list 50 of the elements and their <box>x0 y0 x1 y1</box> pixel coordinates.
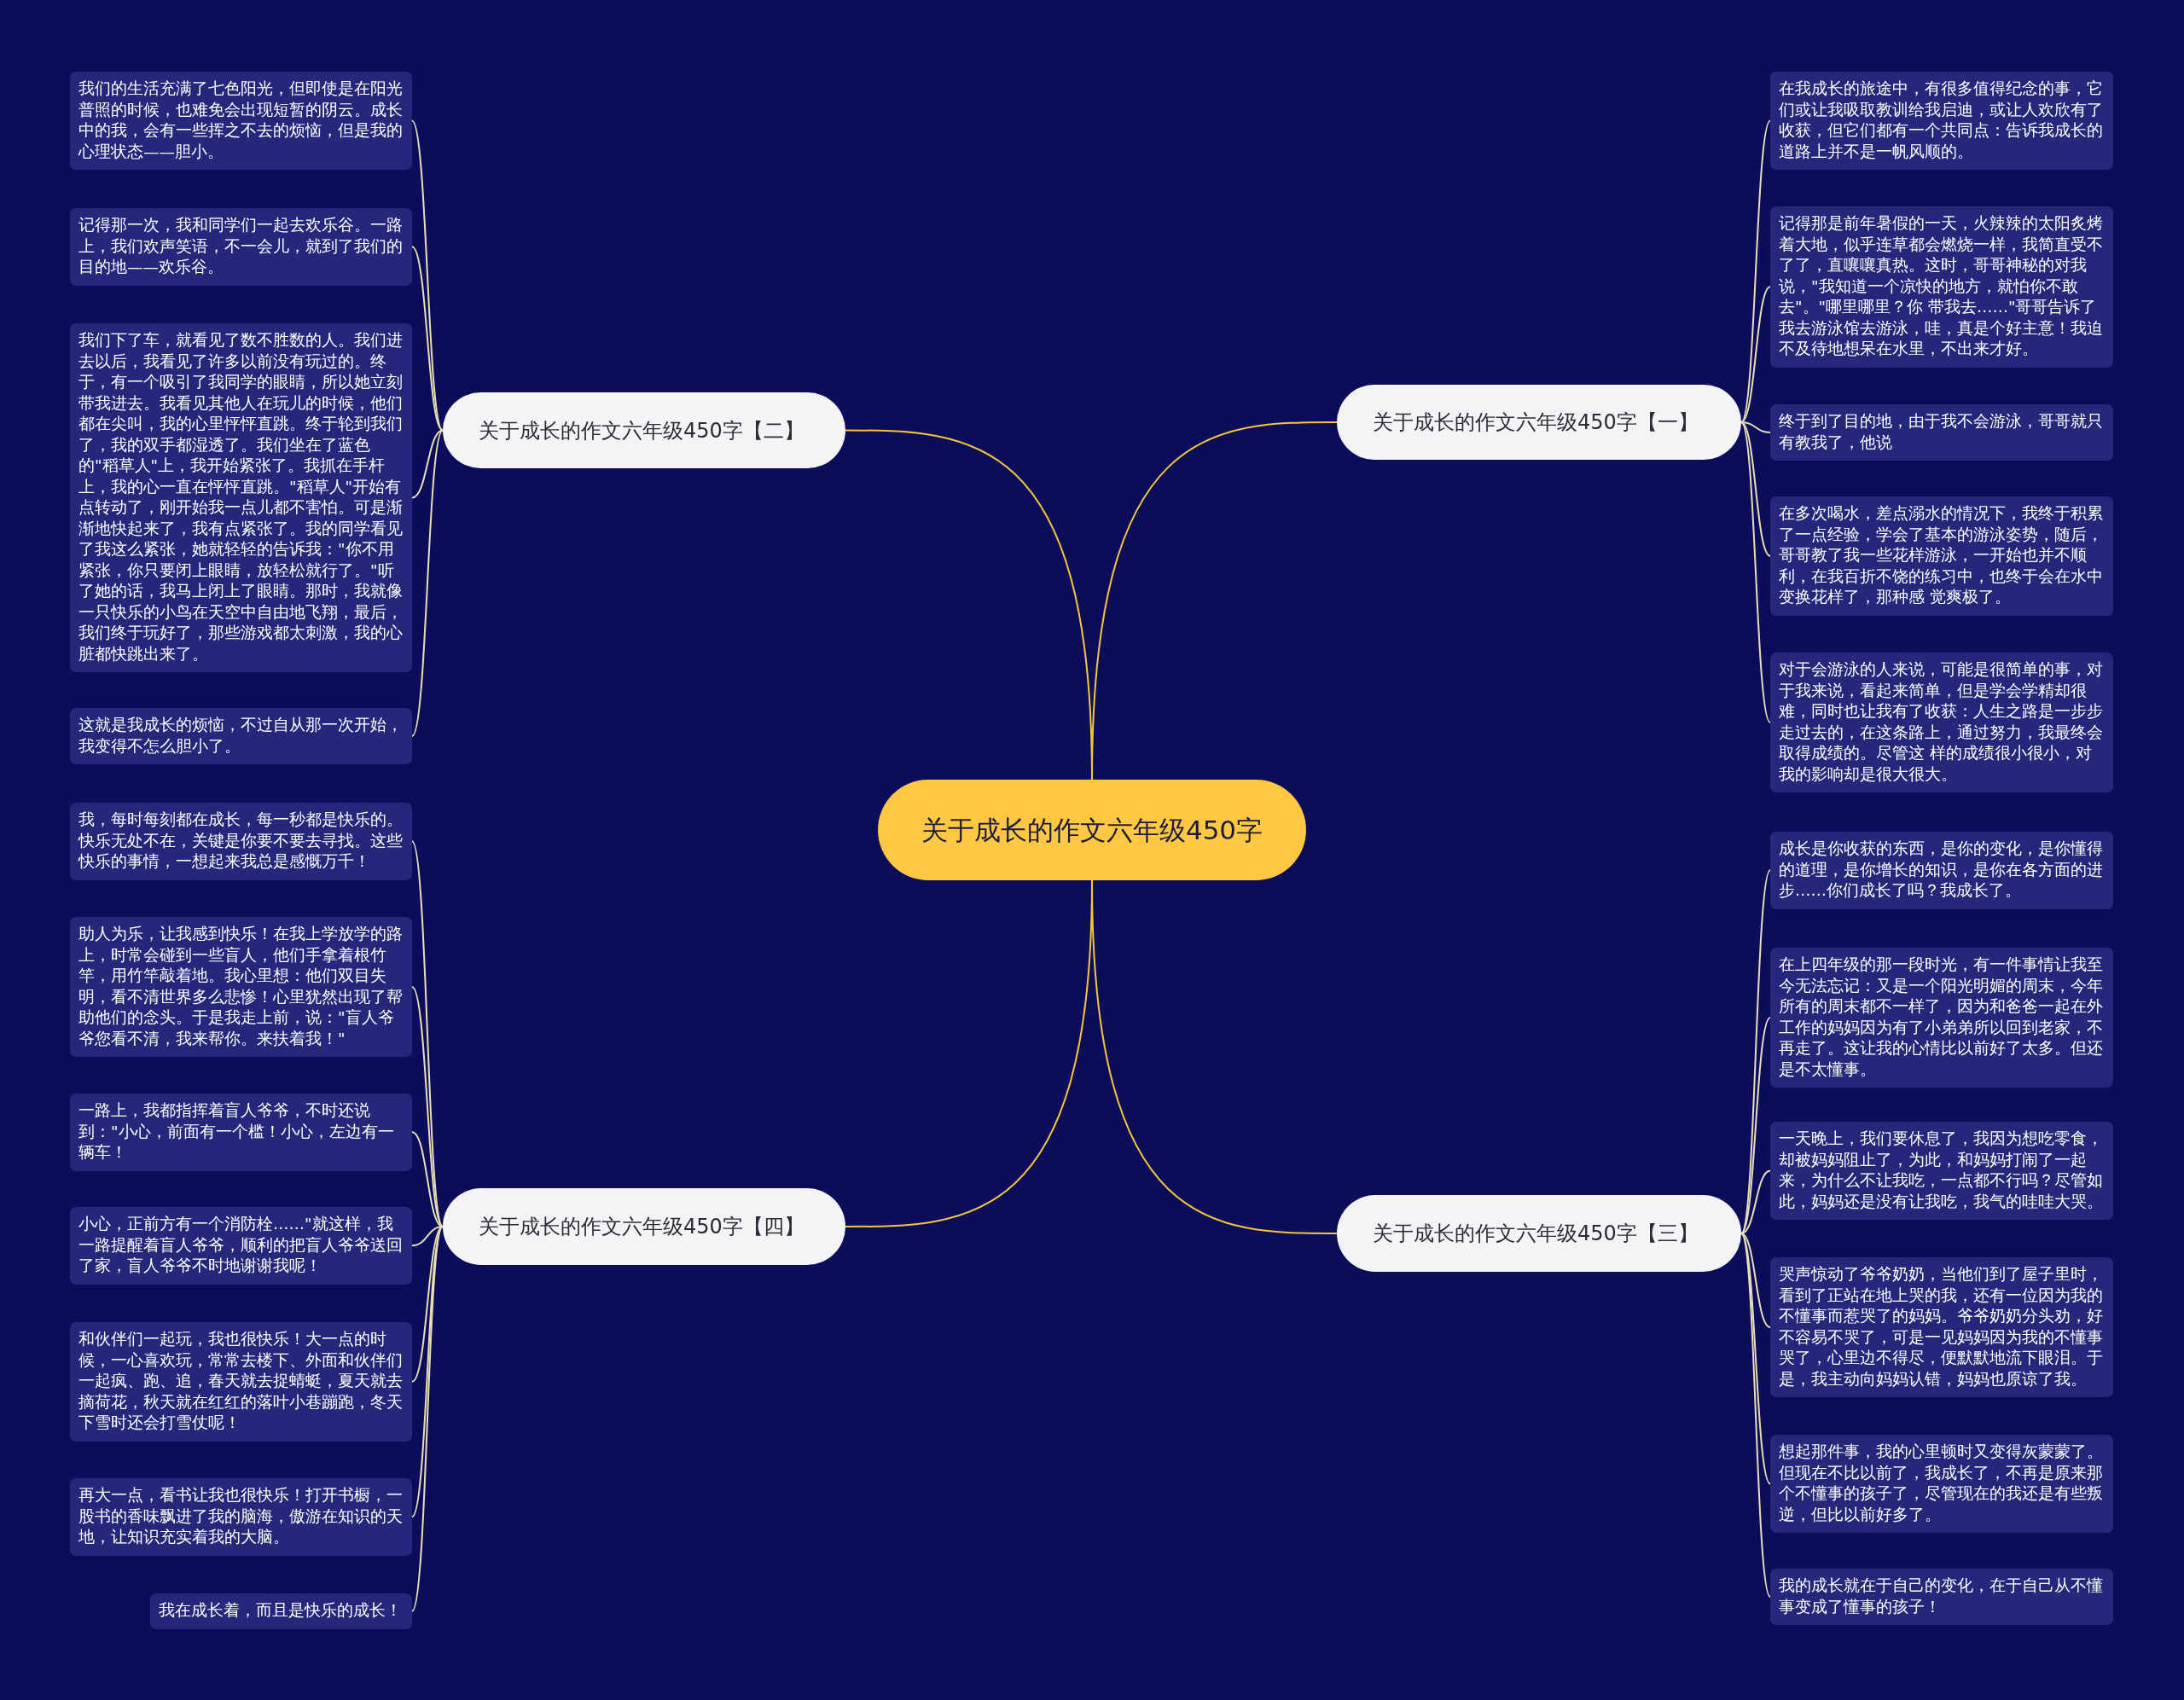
text-card: 哭声惊动了爷爷奶奶，当他们到了屋子里时，看到了正站在地上哭的我，还有一位因为我的不懂事而惹哭了的妈妈。爷爷奶奶分头劝，好不容易不哭了，可是一见妈妈因为我的不懂事哭了，心里边不得尽，便默默地流下眼泪。于是，我主动向妈妈认错，妈妈也原谅了我。 <box>1770 1257 2113 1397</box>
connector-line <box>411 1131 444 1227</box>
connector-line <box>1740 421 1771 433</box>
text-card: 我在成长着，而且是快乐的成长！ <box>150 1593 412 1629</box>
text-card: 我的成长就在于自己的变化，在于自己从不懂事变成了懂事的孩子！ <box>1770 1569 2113 1625</box>
text-card: 记得那是前年暑假的一天，火辣辣的太阳炙烤着大地，似乎连草都会燃烧一样，我简直受不了了，直嚷嚷真热。这时，哥哥神秘的对我说，"我知道一个凉快的地方，就怕你不敢去"。"哪里哪里？你 带我去……"哥哥告诉了我去游泳馆去游泳，哇，真是个好主意！我迫不及待地想呆在水里，不出来才好。 <box>1770 206 2113 368</box>
text-card: 助人为乐，让我感到快乐！在我上学放学的路上，时常会碰到一些盲人，他们手拿着根竹竿，用竹竿敲着地。我心里想：他们双目失明，看不清世界多么悲惨！心里犹然出现了帮助他们的念头。于是我走上前，说："盲人爷爷您看不清，我来帮你。来扶着我！" <box>70 917 412 1057</box>
text-card: 在我成长的旅途中，有很多值得纪念的事，它们或让我吸取教训给我启迪，或让人欢欣有了收获，但它们都有一个共同点：告诉我成长的道路上并不是一帆风顺的。 <box>1770 72 2113 170</box>
text-card: 一天晚上，我们要休息了，我因为想吃零食，却被妈妈阻止了，为此，和妈妈打闹了一起来，为什么不让我吃，一点都不行吗？尽管如此，妈妈还是没有让我吃，我气的哇哇大哭。 <box>1770 1122 2113 1220</box>
text-card: 在上四年级的那一段时光，有一件事情让我至今无法忘记：又是一个阳光明媚的周末，今年所有的周末都不一样了，因为和爸爸一起在外工作的妈妈因为有了小弟弟所以回到老家，不再走了。这让我的心情比以前好了太多。但还是不太懂事。 <box>1770 948 2113 1088</box>
text-card: 记得那一次，我和同学们一起去欢乐谷。一路上，我们欢声笑语，不一会儿，就到了我们的目的地——欢乐谷。 <box>70 208 412 286</box>
connector-line <box>411 1226 444 1518</box>
topic-pill: 关于成长的作文六年级450字【四】 <box>443 1188 845 1265</box>
connector-line <box>1740 119 1771 423</box>
text-card: 我们的生活充满了七色阳光，但即使是在阳光普照的时候，也难免会出现短暂的阴云。成长中的我，会有一些挥之不去的烦恼，但是我的心理状态——胆小。 <box>70 72 412 170</box>
topic-pill: 关于成长的作文六年级450字【二】 <box>443 392 845 468</box>
connector-line <box>411 246 444 432</box>
connector-line <box>1740 1233 1771 1598</box>
connector-line <box>1740 421 1771 723</box>
text-card: 想起那件事，我的心里顿时又变得灰蒙蒙了。但现在不比以前了，我成长了，不再是原来那个不懂事的孩子了，尽管现在的我还是有些叛逆，但比以前好多了。 <box>1770 1435 2113 1533</box>
text-card: 这就是我成长的烦恼，不过自从那一次开始，我变得不怎么胆小了。 <box>70 708 412 764</box>
connector-line <box>411 1226 444 1247</box>
connector-line <box>1740 1233 1771 1485</box>
connector-line <box>1740 286 1771 423</box>
connector-line <box>1740 1017 1771 1234</box>
connector-line <box>1740 869 1771 1234</box>
connector-line <box>411 429 444 737</box>
connector-line <box>411 119 444 432</box>
connector-line <box>845 429 1093 780</box>
connector-line <box>411 1226 444 1612</box>
topic-pill: 关于成长的作文六年级450字【一】 <box>1337 385 1741 460</box>
text-card: 再大一点，看书让我也很快乐！打开书橱，一股书的香味飘进了我的脑海，傲游在知识的天地，让知识充实着我的大脑。 <box>70 1478 412 1556</box>
text-card: 成长是你收获的东西，是你的变化，是你懂得的道理，是你增长的知识，是你在各方面的进步……你们成长了吗？我成长了。 <box>1770 832 2113 909</box>
text-card: 我们下了车，就看见了数不胜数的人。我们进去以后，我看见了许多以前没有玩过的。终于，有一个吸引了我同学的眼睛，所以她立刻带我进去。我看见其他人在玩儿的时候，他们都在尖叫，我的心里怦怦直跳。终于轮到我们了，我的双手都湿透了。我们坐在了蓝色的"稻草人"上，我开始紧张了。我抓在手杆上，我的心一直在怦怦直跳。"稻草人"开始有点转动了，刚开始我一点儿都不害怕。可是渐渐地快起来了，我有点紧张了。我的同学看见了我这么紧张，她就轻轻的告诉我："你不用紧张，你只要闭上眼睛，放轻松就行了。"听了她的话，我马上闭上了眼睛。那时，我就像一只快乐的小鸟在天空中自由地飞翔，最后，我们终于玩好了，那些游戏都太刺激，我的心脏都快跳出来了。 <box>70 323 412 672</box>
text-card: 我，每时每刻都在成长，每一秒都是快乐的。快乐无处不在，关键是你要不要去寻找。这些快乐的事情，一想起来我总是感慨万千！ <box>70 803 412 880</box>
topic-pill: 关于成长的作文六年级450字【三】 <box>1337 1195 1741 1272</box>
connector-line <box>411 840 444 1227</box>
text-card: 在多次喝水，差点溺水的情况下，我终于积累了一点经验，学会了基本的游泳姿势，随后，哥哥教了我一些花样游泳，一开始也并不顺利，在我百折不饶的练习中，也终于会在水中变换花样了，那种感 觉爽极了。 <box>1770 496 2113 616</box>
text-card: 对于会游泳的人来说，可能是很简单的事，对于我来说，看起来简单，但是学会学精却很难，同时也让我有了收获：人生之路是一步步走过去的，在这条路上，通过努力，我最终会取得成绩的。尽管这 样的成绩很小很小，对我的影响却是很大很大。 <box>1770 653 2113 792</box>
text-card: 和伙伴们一起玩，我也很快乐！大一点的时候，一心喜欢玩，常常去楼下、外面和伙伴们一起疯、跑、追，春天就去捉蜻蜓，夏天就去摘荷花，秋天就在红红的落叶小巷蹦跑，冬天下雪时还会打雪仗呢！ <box>70 1322 412 1442</box>
connector-line <box>411 429 444 499</box>
text-card: 终于到了目的地，由于我不会游泳，哥哥就只有教我了，他说 <box>1770 404 2113 461</box>
connector-line <box>1740 421 1771 557</box>
connector-line <box>1740 1233 1771 1328</box>
text-card: 小心，正前方有一个消防栓……"就这样，我一路提醒着盲人爷爷，顺利的把盲人爷爷送回了家，盲人爷爷不时地谢谢我呢！ <box>70 1207 412 1285</box>
connector-line <box>411 1226 444 1383</box>
connector-line <box>411 986 444 1227</box>
central-topic: 关于成长的作文六年级450字 <box>878 780 1306 880</box>
connector-line <box>1740 1169 1771 1234</box>
text-card: 一路上，我都指挥着盲人爷爷，不时还说到："小心，前面有一个槛！小心，左边有一辆车！ <box>70 1094 412 1171</box>
